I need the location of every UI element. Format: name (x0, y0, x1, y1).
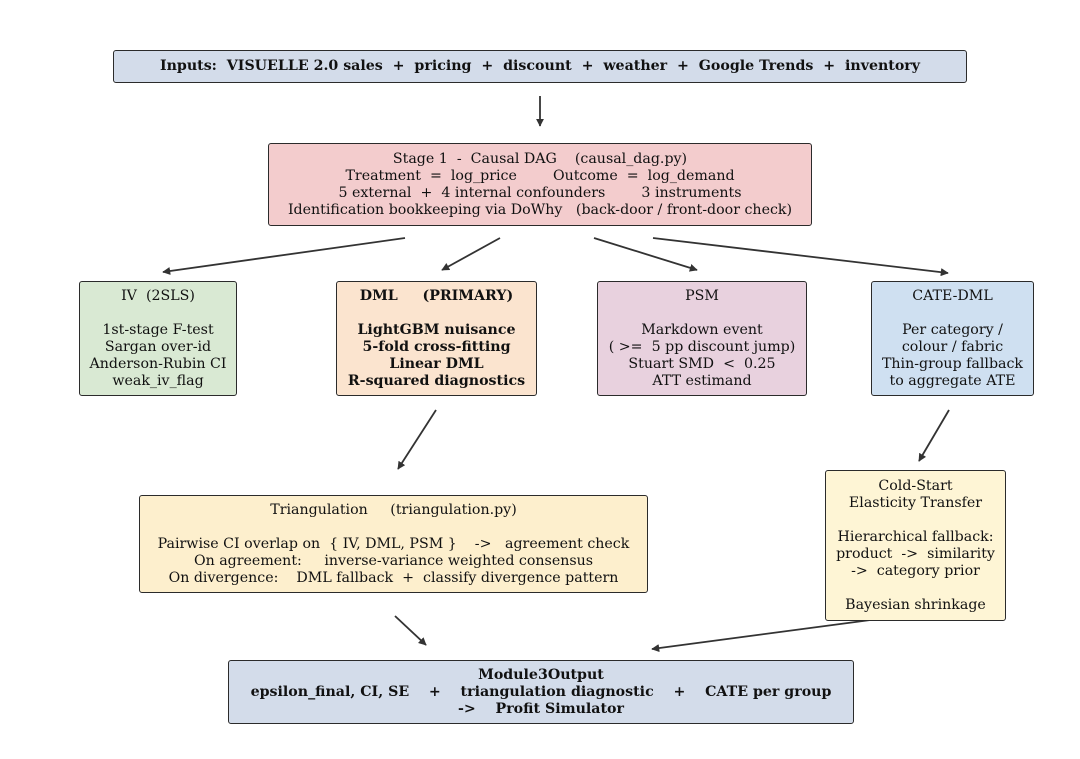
psm-line-4: Stuart SMD < 0.25 (628, 355, 776, 372)
psm-line-5: ATT estimand (652, 372, 752, 389)
triangulation-line-3: On agreement: inverse-variance weighted … (193, 552, 594, 569)
arrow-stage1-to-cate (652, 237, 949, 277)
triangulation-line-0: Triangulation (triangulation.py) (270, 501, 517, 518)
stage1-line-0: Stage 1 - Causal DAG (causal_dag.py) (392, 150, 688, 167)
cate-line-0: CATE-DML (912, 287, 993, 304)
stage1-line-2: 5 external + 4 internal confounders 3 in… (338, 184, 742, 201)
stage1-causal-dag-box: Stage 1 - Causal DAG (causal_dag.py)Trea… (268, 143, 812, 226)
dml-line-0: DML (PRIMARY) (359, 287, 514, 304)
coldstart-line-4: product -> similarity (836, 545, 995, 562)
arrow-triangulation-to-module3 (394, 615, 427, 646)
arrow-stage1-to-iv (162, 237, 406, 275)
coldstart-line-5: -> category prior (851, 562, 980, 579)
dml-line-2: LightGBM nuisance (357, 321, 516, 338)
psm-box: PSM Markdown event( >= 5 pp discount jump… (597, 281, 807, 396)
dml-line-5: R-squared diagnostics (347, 372, 526, 389)
cate-line-2: Per category / (902, 321, 1003, 338)
iv-line-2: 1st-stage F-test (102, 321, 214, 338)
coldstart-line-0: Cold-Start (878, 477, 953, 494)
dml-line-3: 5-fold cross-fitting (362, 338, 511, 355)
cate-line-4: Thin-group fallback (881, 355, 1024, 372)
arrow-cate-to-coldstart (918, 409, 950, 462)
coldstart-line-7: Bayesian shrinkage (845, 596, 986, 613)
iv-line-4: Anderson-Rubin CI (89, 355, 227, 372)
arrow-dml-to-triangulation (397, 409, 437, 470)
module3-line-2: -> Profit Simulator (458, 700, 624, 717)
dml-line-4: Linear DML (389, 355, 484, 372)
iv-line-0: IV (2SLS) (121, 287, 195, 304)
triangulation-box: Triangulation (triangulation.py) Pairwise… (139, 495, 648, 593)
coldstart-line-3: Hierarchical fallback: (837, 528, 994, 545)
cate-line-5: to aggregate ATE (889, 372, 1016, 389)
module3-line-0: Module3Output (478, 666, 604, 683)
iv-line-5: weak_iv_flag (112, 372, 204, 389)
triangulation-line-4: On divergence: DML fallback + classify d… (168, 569, 619, 586)
stage1-line-3: Identification bookkeeping via DoWhy (ba… (287, 201, 793, 218)
stage1-line-1: Treatment = log_price Outcome = log_dema… (345, 167, 735, 184)
coldstart-line-1: Elasticity Transfer (848, 494, 983, 511)
iv-line-3: Sargan over-id (104, 338, 212, 355)
inputs-box: Inputs: VISUELLE 2.0 sales + pricing + d… (113, 50, 967, 83)
arrow-stage1-to-dml (441, 237, 501, 271)
inputs-line-0: Inputs: VISUELLE 2.0 sales + pricing + d… (159, 58, 921, 74)
cate-line-3: colour / fabric (901, 338, 1004, 355)
module3-line-1: epsilon_final, CI, SE + triangulation di… (250, 683, 832, 700)
arrow-coldstart-to-module3 (651, 618, 879, 653)
psm-line-2: Markdown event (641, 321, 763, 338)
arrow-stage1-to-psm (593, 237, 698, 272)
psm-line-0: PSM (685, 287, 719, 304)
triangulation-line-2: Pairwise CI overlap on { IV, DML, PSM } … (157, 535, 630, 552)
psm-line-3: ( >= 5 pp discount jump) (608, 338, 796, 355)
